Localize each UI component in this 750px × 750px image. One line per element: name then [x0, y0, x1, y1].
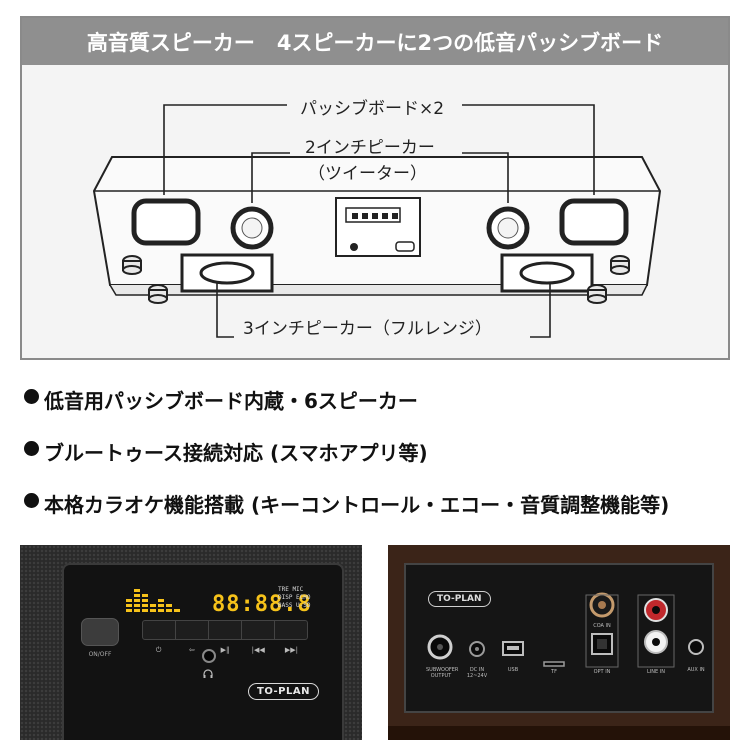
eq-level-icon: [126, 589, 180, 612]
aux-in-port: [688, 639, 704, 655]
back-panel-photo: TO-PLAN: [388, 545, 730, 740]
input-icon: ⇦: [188, 646, 195, 654]
port-label: TF: [551, 669, 557, 675]
passive-board-label: パッシブボード×2: [300, 99, 445, 119]
tweeter-left-dome: [241, 217, 263, 239]
passive-board-right: [559, 198, 629, 246]
front-control-panel: 88:88.8 TRE MIC DISP ECHO BASS U-SD ON/O…: [62, 563, 344, 740]
fullrange-label: 3インチピーカー（フルレンジ）: [243, 319, 492, 339]
mode-button[interactable]: [143, 621, 176, 639]
play-pause-icon: ▶‖: [220, 646, 230, 654]
power-button[interactable]: [81, 618, 119, 646]
passive-board-left: [131, 198, 201, 246]
feature-item: 本格カラオケ機能搭載 (キーコントロール・エコー・音質調整機能等): [22, 489, 669, 541]
previous-button[interactable]: [242, 621, 275, 639]
feature-item: ブルートゥース接続対応 (スマホアプリ等): [22, 437, 669, 489]
port-label: AUX IN: [687, 667, 705, 673]
port-label: OPT IN: [593, 669, 611, 675]
brand-logo: TO-PLAN: [248, 683, 319, 700]
next-button[interactable]: [275, 621, 307, 639]
button-icon-row: ⏻ ⇦ ▶‖ |◀◀ ▶▶|: [142, 646, 308, 655]
port-label: DC IN 12~24V: [466, 667, 488, 679]
port-label: SUBWOOFER OUTPUT: [426, 667, 459, 679]
feature-item: 低音用パッシブボード内蔵・6スピーカー: [22, 385, 669, 437]
lcd-display: 88:88.8: [212, 592, 312, 617]
feature-list: 低音用パッシブボード内蔵・6スピーカー ブルートゥース接続対応 (スマホアプリ等…: [22, 385, 669, 541]
soundbar-illustration: [92, 104, 662, 338]
feature-text: 本格カラオケ機能搭載 (キーコントロール・エコー・音質調整機能等): [44, 493, 670, 517]
rear-ports-illustration: [427, 592, 704, 668]
brand-logo: TO-PLAN: [428, 591, 491, 607]
power-label: ON/OFF: [88, 651, 112, 658]
front-panel-photo: 88:88.8 TRE MIC DISP ECHO BASS U-SD ON/O…: [20, 545, 362, 740]
headphone-jack[interactable]: [202, 649, 216, 663]
power-icon: ⏻: [155, 646, 162, 654]
tweeter-label-line2: （ツイーター）: [308, 164, 427, 184]
input-button[interactable]: [176, 621, 209, 639]
port-label: USB: [507, 667, 519, 673]
tf-slot: [543, 661, 565, 667]
play-pause-button[interactable]: [209, 621, 242, 639]
next-icon: ▶▶|: [284, 646, 298, 654]
control-button-row: [142, 620, 308, 640]
lcd-mode-tags: TRE MIC DISP ECHO BASS U-SD: [278, 586, 311, 609]
header-subtitle: 4スピーカーに2つの低音パッシブボード: [276, 30, 664, 55]
rear-input-panel: TO-PLAN: [404, 563, 714, 713]
wood-trim: [388, 726, 730, 740]
feature-text: 低音用パッシブボード内蔵・6スピーカー: [44, 389, 418, 413]
bullet-icon: [24, 493, 39, 508]
tweeter-label-line1: 2インチピーカー: [305, 138, 435, 158]
speaker-diagram: 高音質スピーカー 4スピーカーに2つの低音パッシブボード: [20, 16, 730, 360]
bullet-icon: [24, 441, 39, 456]
previous-icon: |◀◀: [251, 646, 265, 654]
tweeter-right-dome: [497, 217, 519, 239]
header-title: 高音質スピーカー: [86, 30, 255, 55]
header-bar: 高音質スピーカー 4スピーカーに2つの低音パッシブボード: [22, 18, 728, 65]
headphone-icon: [203, 669, 213, 678]
feature-text: ブルートゥース接続対応 (スマホアプリ等): [44, 441, 428, 465]
port-label: COA IN: [593, 623, 611, 629]
bullet-icon: [24, 389, 39, 404]
port-label: LINE IN: [647, 669, 665, 675]
